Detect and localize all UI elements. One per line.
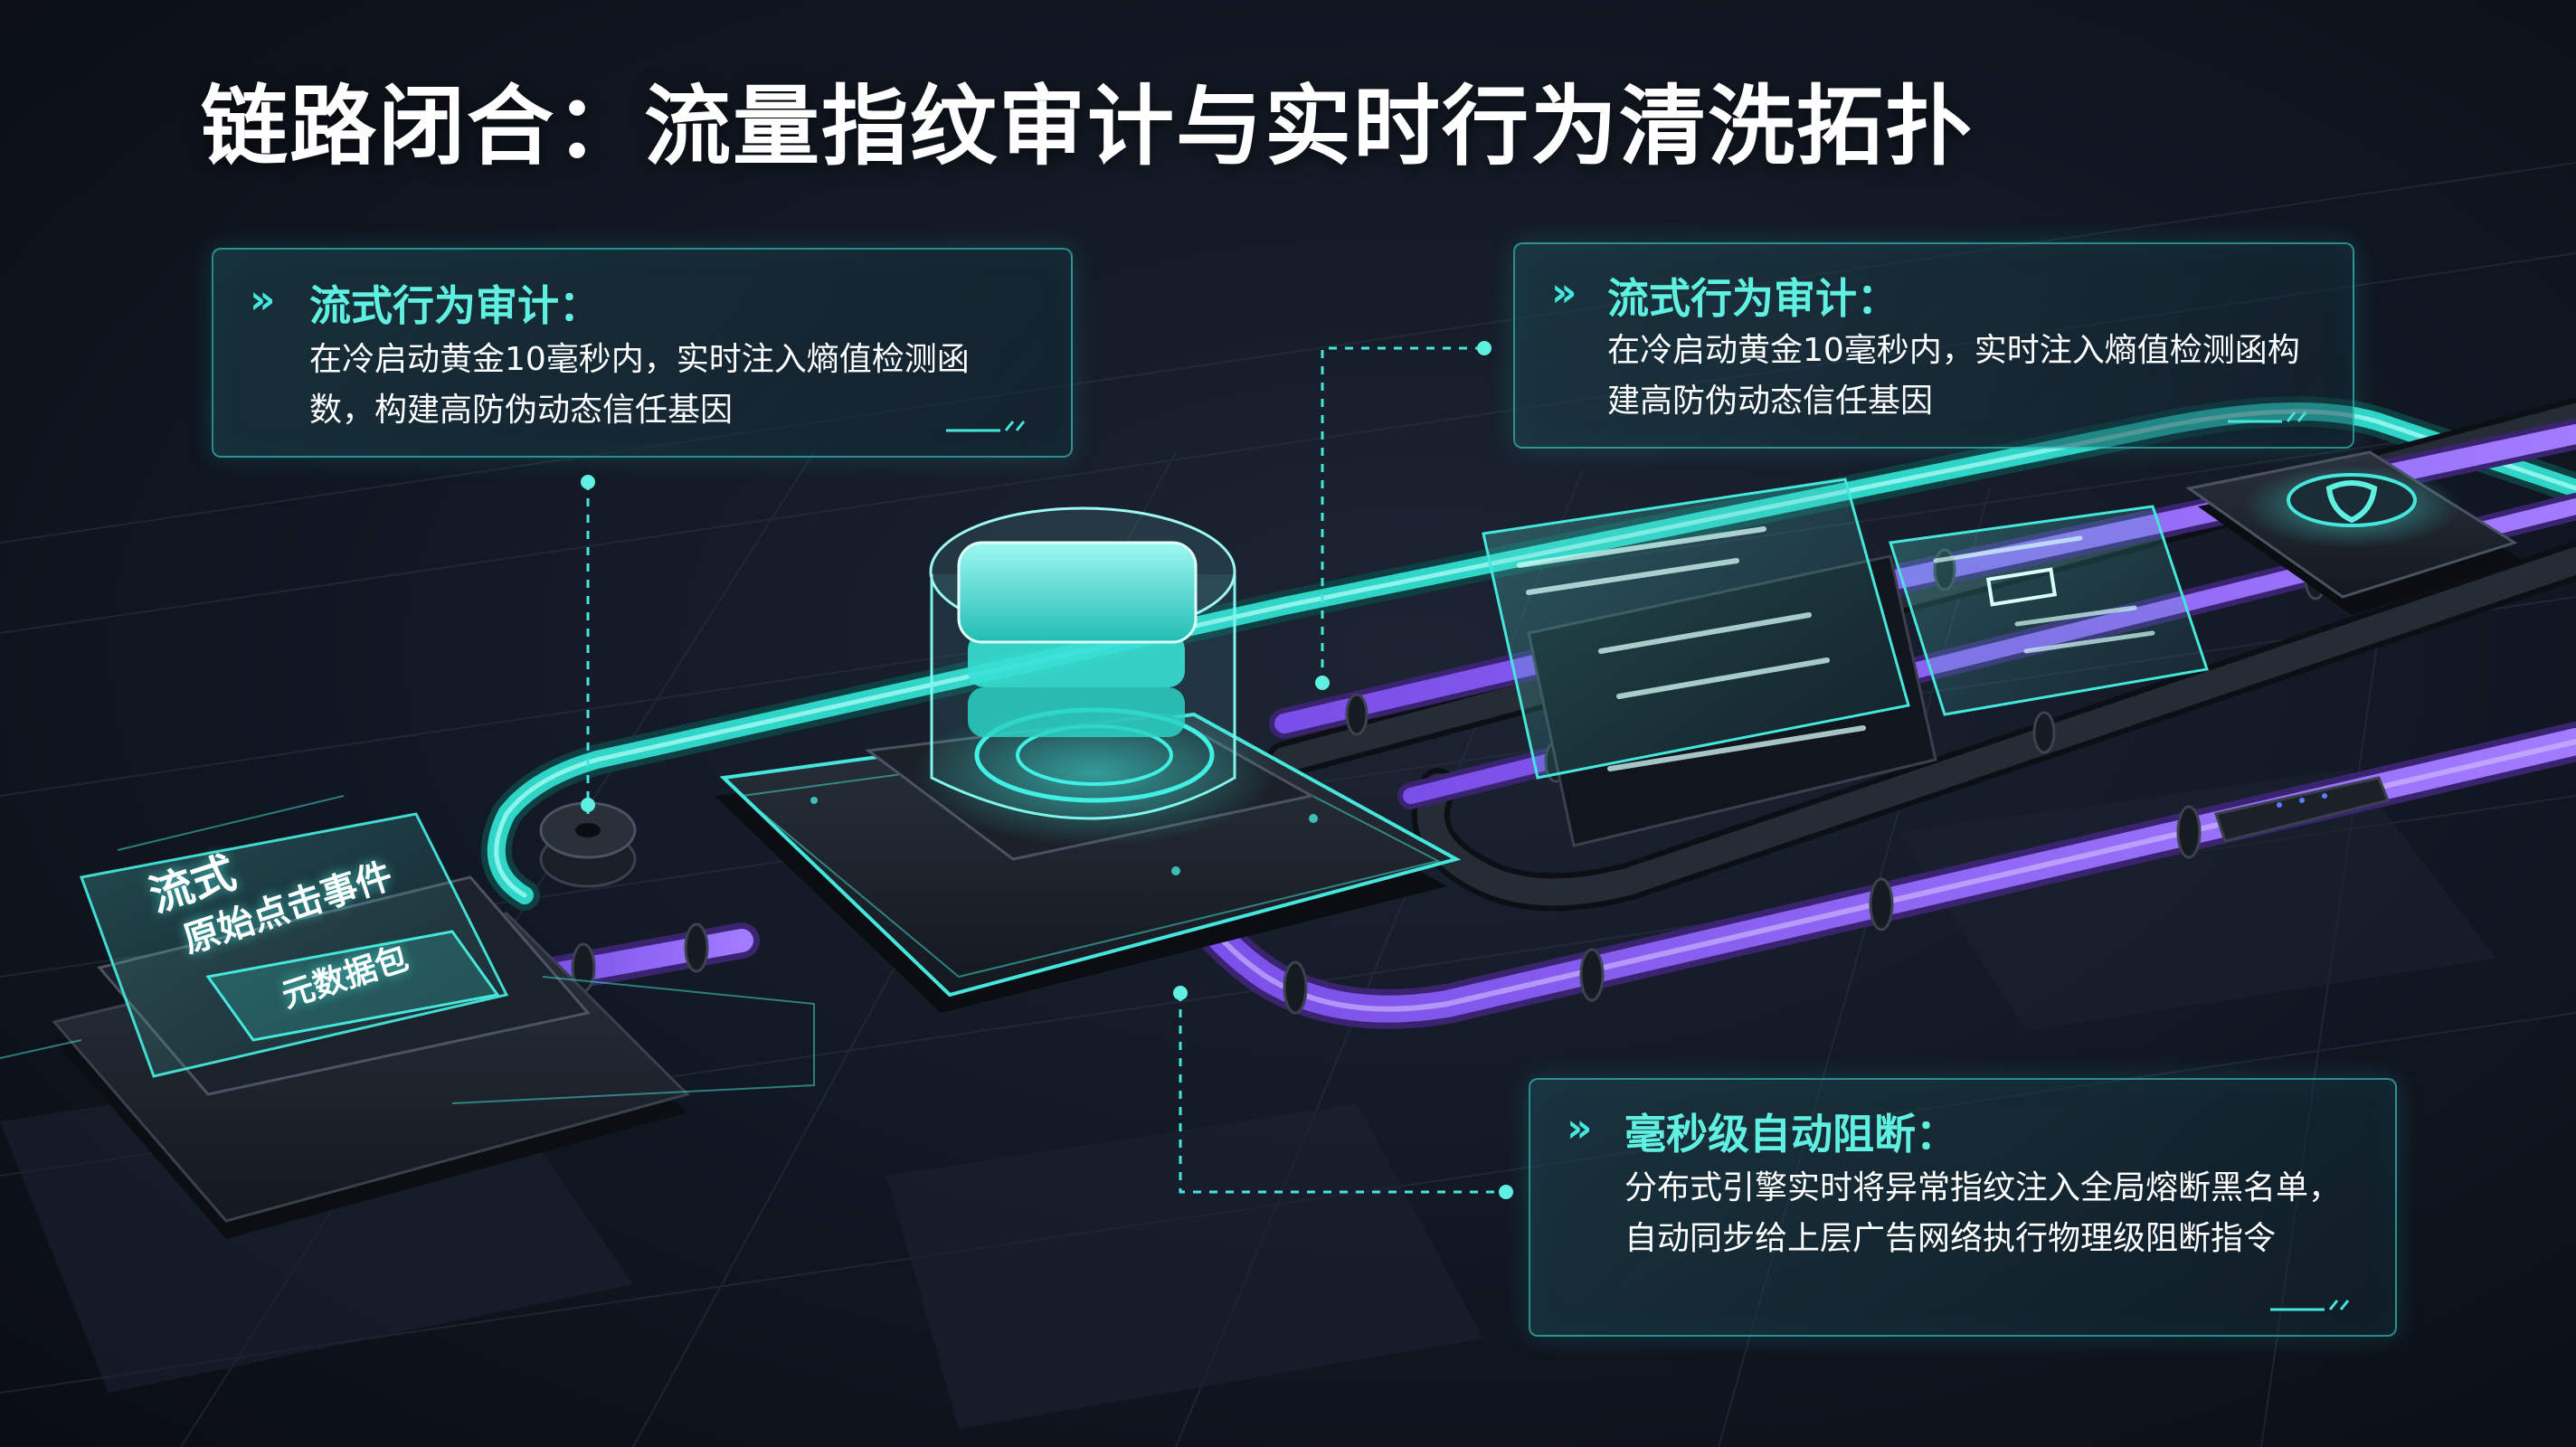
callout-card-stream-audit-right: » 流式行为审计： 在冷启动黄金10毫秒内，实时注入熵值检测函构建高防伪动态信任… [1513, 242, 2354, 449]
callout-card-ms-block: » 毫秒级自动阻断： 分布式引擎实时将异常指纹注入全局熔断黑名单，自动同步给上层… [1529, 1078, 2397, 1337]
card-heading: 流式行为审计： [309, 273, 601, 333]
double-chevron-icon: » [1567, 1105, 1583, 1151]
data-cube-icon [959, 543, 1196, 737]
double-chevron-icon: » [250, 277, 266, 323]
junction-node [541, 803, 635, 886]
card-body: 在冷启动黄金10毫秒内，实时注入熵值检测函数，构建高防伪动态信任基因 [309, 335, 1033, 436]
double-chevron-icon: » [1551, 270, 1567, 316]
page-title: 链路闭合：流量指纹审计与实时行为清洗拓扑 [201, 56, 1974, 182]
corner-slash-icon [946, 420, 1028, 432]
card-heading: 毫秒级自动阻断： [1624, 1102, 1957, 1161]
card-heading: 流式行为审计： [1607, 266, 1899, 326]
card-body: 分布式引擎实时将异常指纹注入全局熔断黑名单，自动同步给上层广告网络执行物理级阻断… [1624, 1163, 2348, 1264]
card-body: 在冷启动黄金10毫秒内，实时注入熵值检测函构建高防伪动态信任基因 [1607, 326, 2331, 427]
callout-card-stream-audit-left: » 流式行为审计： 在冷启动黄金10毫秒内，实时注入熵值检测函数，构建高防伪动态… [212, 248, 1073, 458]
corner-slash-icon [2228, 411, 2309, 423]
corner-slash-icon [2270, 1299, 2352, 1311]
